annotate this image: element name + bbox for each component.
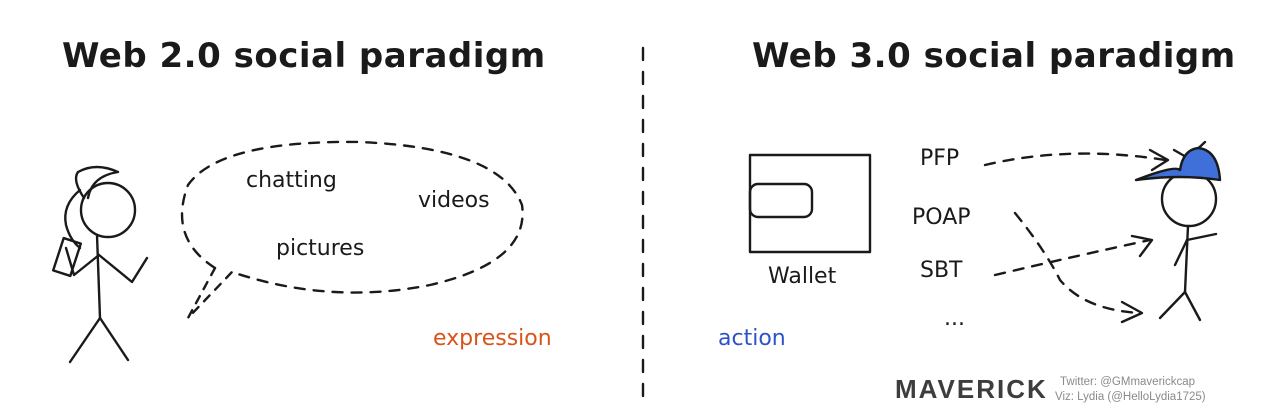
- web2-title: Web 2.0 social paradigm: [62, 36, 546, 76]
- action-label: action: [718, 326, 786, 351]
- asset-poap: POAP: [912, 205, 971, 230]
- propeller-cap-icon: [1134, 146, 1222, 182]
- asset-arrows: [983, 152, 1167, 315]
- viz-credit: Viz: Lydia (@HelloLydia1725): [1055, 391, 1206, 403]
- maverick-logo: MAVERICK: [895, 374, 1048, 404]
- asset-sbt: SBT: [920, 258, 963, 283]
- bubble-word-pictures: pictures: [276, 236, 365, 261]
- wallet-icon: [748, 153, 872, 254]
- bubble-word-videos: videos: [418, 188, 490, 213]
- asset-more-ellipsis: ...: [944, 306, 965, 331]
- wallet-label: Wallet: [768, 264, 837, 289]
- bubble-word-chatting: chatting: [246, 168, 337, 193]
- arrow-heads: [1120, 148, 1170, 324]
- asset-pfp: PFP: [920, 146, 960, 171]
- twitter-credit: Twitter: @GMmaverickcap: [1060, 376, 1196, 388]
- speech-bubble-icon: [180, 140, 524, 320]
- expression-label: expression: [433, 326, 552, 351]
- web3-title: Web 3.0 social paradigm: [752, 36, 1236, 76]
- woman-with-phone-icon: [51, 165, 149, 364]
